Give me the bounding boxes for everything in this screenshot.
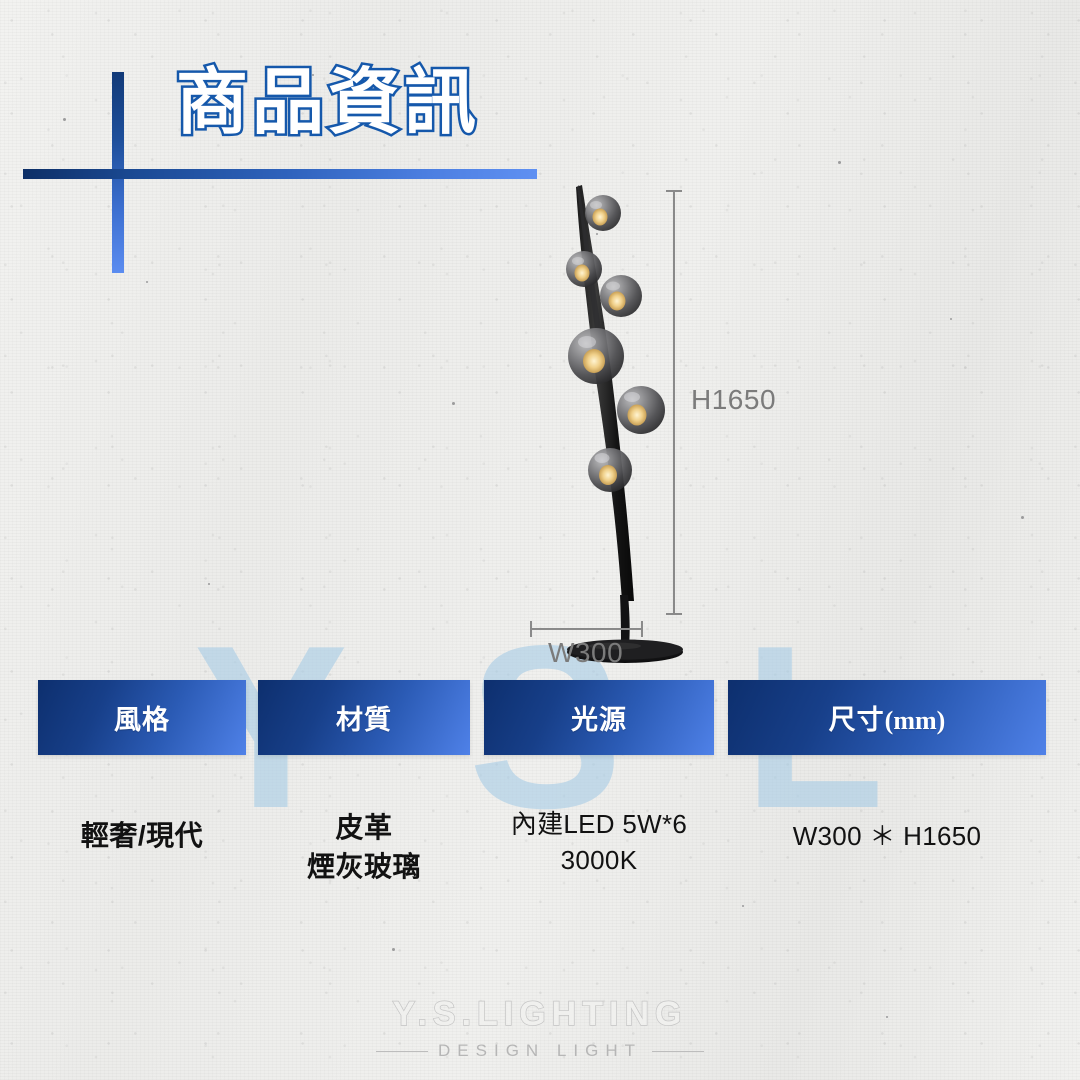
tagline-rule-left — [376, 1050, 429, 1052]
width-dimension-label: W300 — [548, 637, 624, 668]
spec-header-dimensions-unit: (mm) — [884, 706, 946, 735]
spec-header-light-source-label: 光源 — [571, 705, 627, 735]
brand-tagline: DESIGN LIGHT — [438, 1041, 642, 1060]
height-dimension-line — [673, 190, 675, 614]
spec-value-light-source-line-1: 內建LED 5W*6 — [510, 809, 688, 839]
spec-header-dimensions-text: 尺寸 — [828, 705, 885, 735]
spec-column-style: 風格 輕奢/現代 — [38, 680, 246, 856]
spec-header-material: 材質 — [258, 680, 470, 755]
height-dimension-label: H1650 — [691, 384, 777, 415]
spec-column-dimensions: 尺寸(mm) W300 ＊ H1650 — [728, 680, 1046, 855]
spec-header-style: 風格 — [38, 680, 246, 755]
spec-value-light-source: 內建LED 5W*6 3000K — [484, 807, 714, 879]
spec-header-dimensions-label: 尺寸(mm) — [829, 698, 946, 737]
title-decoration-horizontal-bar — [23, 169, 537, 179]
height-dimension-cap-top — [666, 190, 682, 192]
width-dimension-cap-left — [530, 621, 532, 637]
spec-value-light-source-line-2: 3000K — [560, 844, 638, 875]
spec-value-material-line-1: 皮革 — [335, 812, 393, 843]
spec-value-dimensions: W300 ＊ H1650 — [728, 819, 1046, 855]
spec-header-dimensions: 尺寸(mm) — [728, 680, 1046, 755]
spec-value-style: 輕奢/現代 — [38, 817, 246, 856]
width-dimension-line — [530, 628, 643, 630]
footer-logo: Y.S.LIGHTING DESIGN LIGHT — [0, 994, 1080, 1061]
product-image — [500, 165, 840, 665]
spec-header-light-source: 光源 — [484, 680, 714, 755]
spec-column-light-source: 光源 內建LED 5W*6 3000K — [484, 680, 714, 879]
spec-header-style-label: 風格 — [114, 705, 170, 735]
spec-header-material-label: 材質 — [336, 705, 392, 735]
page-title: 商品資訊 — [173, 61, 481, 146]
brand-name: Y.S.LIGHTING — [392, 994, 688, 1033]
width-dimension-cap-right — [641, 621, 643, 637]
spec-value-style-line-1: 輕奢/現代 — [80, 820, 204, 851]
brand-tagline-row: DESIGN LIGHT — [0, 1041, 1080, 1061]
spec-value-dimensions-line-1: W300 ＊ H1650 — [792, 821, 982, 851]
spec-value-material: 皮革 煙灰玻璃 — [258, 809, 470, 886]
spec-table: 風格 輕奢/現代 材質 皮革 煙灰玻璃 光源 內建LED 5W*6 3000K — [0, 680, 1080, 920]
spec-value-material-line-2: 煙灰玻璃 — [306, 850, 421, 882]
spec-column-material: 材質 皮革 煙灰玻璃 — [258, 680, 470, 886]
tagline-rule-right — [651, 1050, 704, 1052]
height-dimension-cap-bottom — [666, 613, 682, 615]
